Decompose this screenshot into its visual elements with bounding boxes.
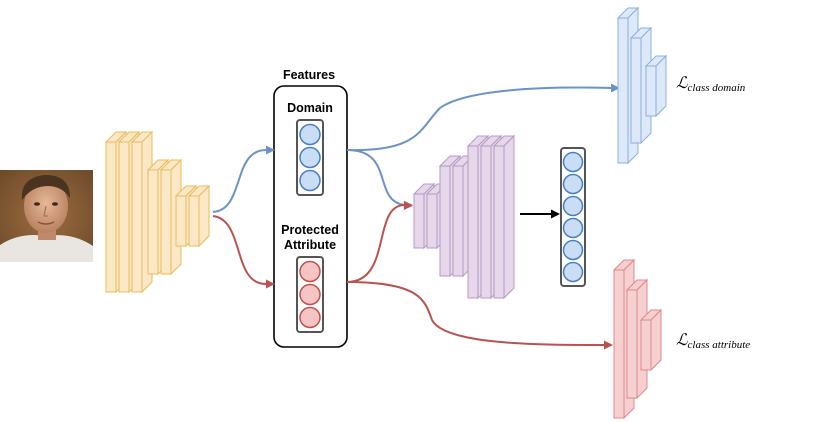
output-vector-neuron-1 [562, 151, 584, 173]
attribute-head-layer-1-front [613, 269, 625, 419]
arrow-domain-to-decoder [346, 149, 405, 206]
arrow-encoder-to-attribute [212, 215, 267, 285]
attribute-vector-neuron-2 [299, 283, 321, 306]
encoder-layer-1-front [105, 141, 117, 293]
arrow-decoder-to-output-head [551, 209, 560, 219]
attribute-head-layer-2-front [626, 289, 638, 399]
arrow-encoder-to-domain-head [266, 145, 275, 155]
loss-domain-symbol: ℒ [676, 75, 688, 92]
decoder-layer-1-front [413, 193, 425, 249]
attribute-head-layer-3-side [650, 308, 662, 372]
arrow-attribute-to-head [346, 281, 606, 346]
decoder-layer-2-front [426, 193, 438, 249]
loss-attribute-subscript: class attribute [688, 339, 751, 351]
features-group: Features Domain Protected Attribute [273, 68, 348, 348]
output-vector-neuron-6 [562, 261, 584, 283]
encoder-layer-7-side [198, 184, 210, 248]
encoder-layer-7-front [188, 195, 200, 247]
encoder-layer-4-front [147, 169, 159, 275]
domain-classifier-blocks [616, 6, 668, 165]
attribute-label: Attribute [284, 238, 336, 252]
domain-head-layer-3-side [655, 54, 667, 118]
arrow-domain-to-head [346, 86, 613, 152]
output-vector-neuron-5 [562, 239, 584, 261]
features-box [273, 85, 348, 348]
arrow-attribute-to-decoder [346, 204, 405, 283]
decoder-layer-4-front [452, 165, 464, 277]
arrow-attribute-to-head-head [604, 340, 613, 350]
encoder-layer-3-front [131, 141, 143, 293]
decoder-layer-7-side [503, 134, 515, 300]
domain-label: Domain [287, 101, 333, 115]
domain-feature-vector [296, 119, 324, 196]
domain-vector-neuron-1 [299, 123, 321, 146]
domain-head-layer-3-front [645, 65, 657, 117]
loss-domain-subscript: class domain [688, 82, 746, 94]
protected-label: Protected [281, 223, 339, 237]
encoder-layer-5-front [160, 169, 172, 275]
encoder-layer-2-front [118, 141, 130, 293]
attribute-feature-vector [296, 256, 324, 333]
domain-head-layer-1-front [617, 17, 629, 164]
attribute-head-layer-3 [639, 308, 663, 372]
arrow-attribute-to-decoder-head [403, 200, 413, 210]
loss-domain-label: ℒclass domain [676, 75, 746, 94]
attribute-head-layer-3-front [640, 319, 652, 371]
domain-head-layer-3 [644, 54, 668, 118]
arrow-encoder-to-domain [212, 149, 267, 213]
decoder-layer-7-front [493, 145, 505, 299]
decoder-layer-6-front [480, 145, 492, 299]
encoder-layer-7 [187, 184, 211, 248]
attribute-classifier-blocks [612, 258, 663, 420]
domain-vector-neuron-2 [299, 146, 321, 169]
decoder-layer-7 [492, 134, 516, 300]
features-title: Features [283, 68, 335, 82]
decoder-layer-5-front [467, 145, 479, 299]
arrow-domain-to-head-head [611, 83, 620, 93]
connections [212, 83, 620, 350]
arrow-encoder-to-attribute-head [266, 279, 275, 289]
domain-head-layer-2-front [630, 37, 642, 144]
face-photo-icon [0, 170, 93, 262]
output-vector-neuron-3 [562, 195, 584, 217]
attribute-vector-neuron-1 [299, 260, 321, 283]
decoder-layer-3-front [439, 165, 451, 277]
decoder-blocks [412, 134, 516, 300]
domain-vector-neuron-3 [299, 169, 321, 192]
output-vector-neuron-2 [562, 173, 584, 195]
attribute-vector-neuron-3 [299, 306, 321, 329]
output-vector [560, 147, 586, 287]
output-vector-neuron-4 [562, 217, 584, 239]
loss-attribute-label: ℒclass attribute [676, 332, 750, 351]
encoder-blocks [104, 130, 211, 294]
encoder-layer-6-front [175, 195, 187, 247]
loss-attribute-symbol: ℒ [676, 332, 688, 349]
